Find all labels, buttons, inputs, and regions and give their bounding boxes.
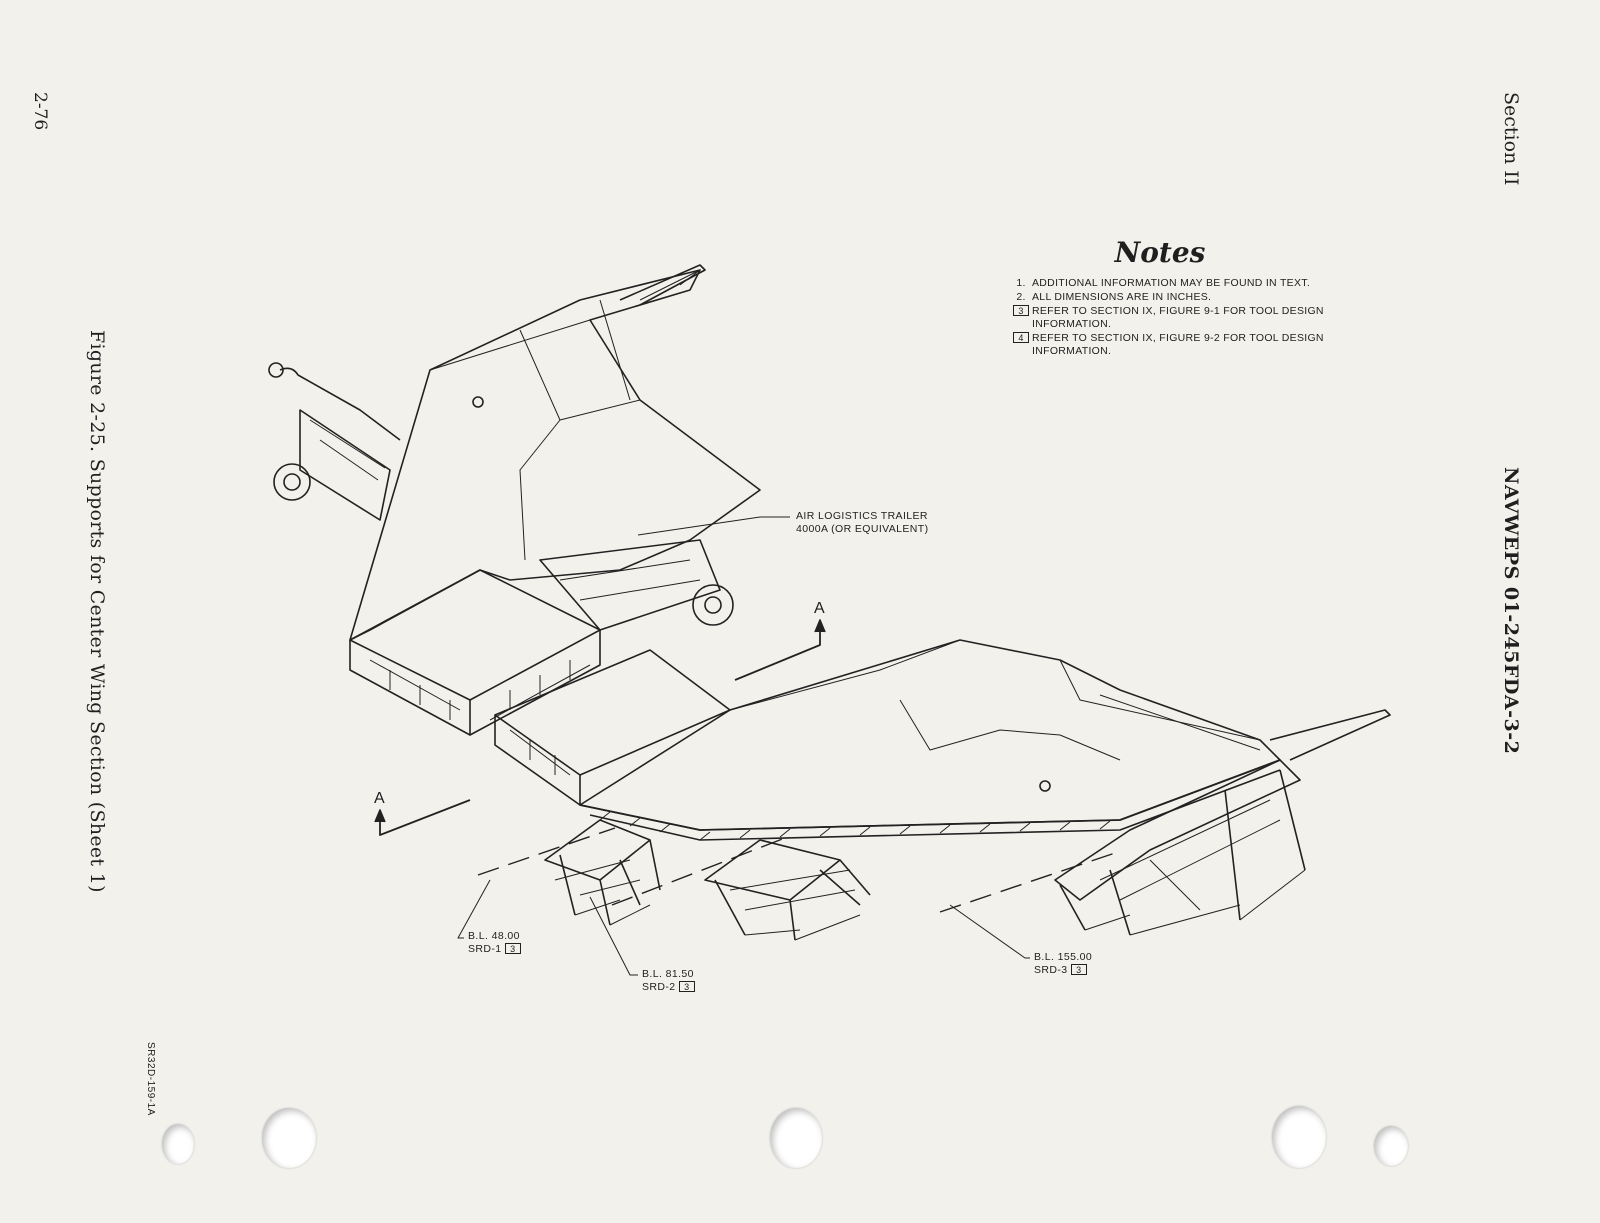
note-text: REFER TO SECTION IX, FIGURE 9-2 FOR TOOL… (1032, 332, 1324, 357)
srd2-name: SRD-2 (642, 981, 676, 993)
trailer-frame-rear (539, 539, 721, 631)
trailer-callout-line2: 4000A (OR EQUIVALENT) (796, 523, 929, 535)
note-number: 2. (1016, 291, 1026, 303)
punch-hole (262, 1108, 316, 1168)
note-item: 4 REFER TO SECTION IX, FIGURE 9-2 FOR TO… (1010, 332, 1350, 358)
spar-edge (579, 759, 1281, 831)
note-text: ADDITIONAL INFORMATION MAY BE FOUND IN T… (1032, 277, 1311, 289)
srd1-name: SRD-1 (468, 943, 502, 955)
trailer-callout: AIR LOGISTICS TRAILER 4000A (OR EQUIVALE… (796, 510, 929, 536)
section-a-label-bottom: A (374, 790, 385, 807)
punch-hole (770, 1108, 822, 1168)
srd1-flag: 3 (504, 943, 521, 954)
note-text: REFER TO SECTION IX, FIGURE 9-1 FOR TOOL… (1032, 305, 1324, 330)
wing-tip-trailing (1269, 709, 1391, 761)
srd1-butt-line: B.L. 48.00 (468, 930, 520, 942)
srd3-leader (949, 904, 1030, 959)
note-number: 1. (1016, 277, 1026, 289)
trailer-wheel-rear (692, 584, 734, 626)
srd3-callout: B.L. 155.00 SRD-3 3 (1034, 951, 1092, 977)
note-item: 2. ALL DIMENSIONS ARE IN INCHES. (1010, 291, 1350, 304)
srd3-butt-line: B.L. 155.00 (1034, 951, 1093, 963)
srd3-name: SRD-3 (1034, 964, 1068, 976)
wing-panel-right (579, 639, 1281, 831)
wing-panel-upright (349, 269, 761, 641)
notes-block: Notes 1. ADDITIONAL INFORMATION MAY BE F… (1010, 236, 1350, 359)
srd1-leader (457, 879, 491, 939)
srd2-flag: 3 (678, 981, 695, 992)
srd2-callout: B.L. 81.50 SRD-2 3 (642, 968, 695, 994)
trailer-leader (637, 516, 790, 536)
note-item: 1. ADDITIONAL INFORMATION MAY BE FOUND I… (1010, 277, 1350, 290)
section-a-marker-bottom (379, 799, 471, 836)
punch-hole (1272, 1106, 1326, 1168)
srd2-butt-line: B.L. 81.50 (642, 968, 694, 980)
tow-bar (279, 367, 401, 441)
note-flag-4: 4 (1013, 332, 1029, 343)
trailer-callout-line1: AIR LOGISTICS TRAILER (796, 510, 928, 522)
note-text: ALL DIMENSIONS ARE IN INCHES. (1032, 291, 1212, 303)
punch-hole (162, 1124, 194, 1164)
note-flag-3: 3 (1013, 305, 1029, 316)
stand-srd-3 (1054, 759, 1306, 936)
stand-srd-1 (544, 819, 661, 926)
punch-hole (1374, 1126, 1408, 1166)
trailer-wheel-front (273, 463, 311, 501)
section-a-label-top: A (814, 600, 825, 617)
srd3-flag: 3 (1070, 964, 1087, 975)
note-item: 3 REFER TO SECTION IX, FIGURE 9-1 FOR TO… (1010, 305, 1350, 331)
notes-title: Notes (1114, 236, 1206, 269)
trailer-frame-front (299, 409, 391, 521)
section-a-marker-top (734, 625, 821, 681)
tow-ring (268, 362, 284, 378)
srd2-leader (589, 896, 638, 976)
srd1-callout: B.L. 48.00 SRD-1 3 (468, 930, 521, 956)
stand-srd-2 (704, 839, 871, 941)
